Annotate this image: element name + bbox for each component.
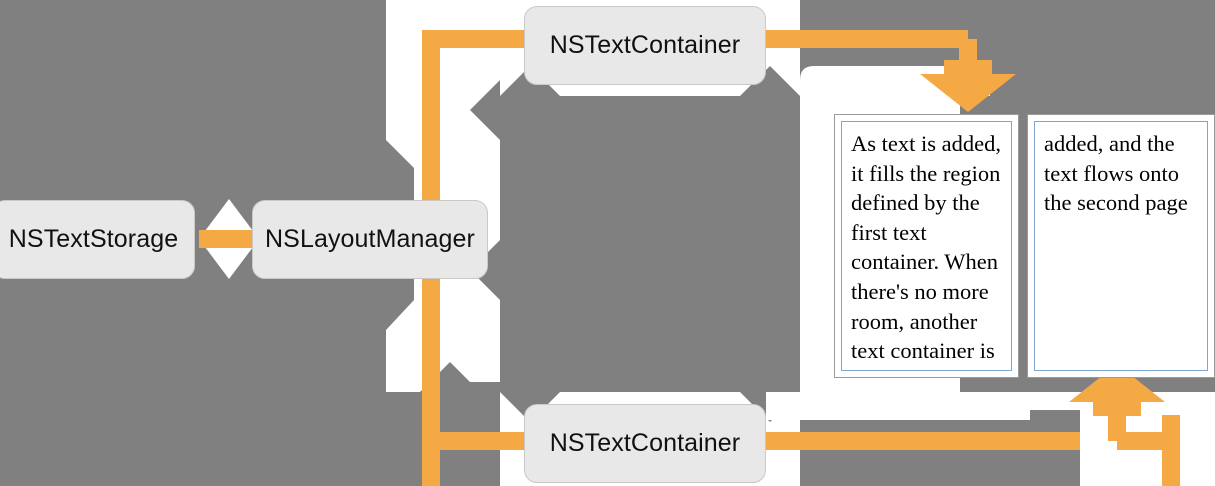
node-nstextcontainer-bottom-label: NSTextContainer xyxy=(549,429,741,457)
aggregation-diamond-bar xyxy=(199,230,259,248)
node-nslayoutmanager-label: NSLayoutManager xyxy=(265,225,475,253)
connector-arrowhead-group xyxy=(920,60,1165,416)
node-nslayoutmanager[interactable]: NSLayoutManager xyxy=(252,200,488,279)
node-nstextcontainer-top-label: NSTextContainer xyxy=(549,31,741,59)
page-panel-one-text: As text is added, it fills the region de… xyxy=(841,121,1012,371)
page-panel-two-text: added, and the text flows onto the secon… xyxy=(1034,121,1208,371)
node-nstextstorage[interactable]: NSTextStorage xyxy=(0,200,195,279)
node-nstextcontainer-bottom[interactable]: NSTextContainer xyxy=(524,404,766,483)
aggregation-diamond-group xyxy=(199,199,259,279)
node-nstextstorage-label: NSTextStorage xyxy=(8,225,179,253)
arrowhead-down-page-one xyxy=(920,60,1016,112)
page-panel-two[interactable]: added, and the text flows onto the secon… xyxy=(1027,114,1215,378)
node-nstextcontainer-top[interactable]: NSTextContainer xyxy=(524,6,766,85)
page-panel-one[interactable]: As text is added, it fills the region de… xyxy=(834,114,1019,378)
arrowhead-up-page-two xyxy=(1069,364,1165,416)
halo-top-route xyxy=(386,0,500,392)
halo-page-skirt xyxy=(766,392,1030,420)
